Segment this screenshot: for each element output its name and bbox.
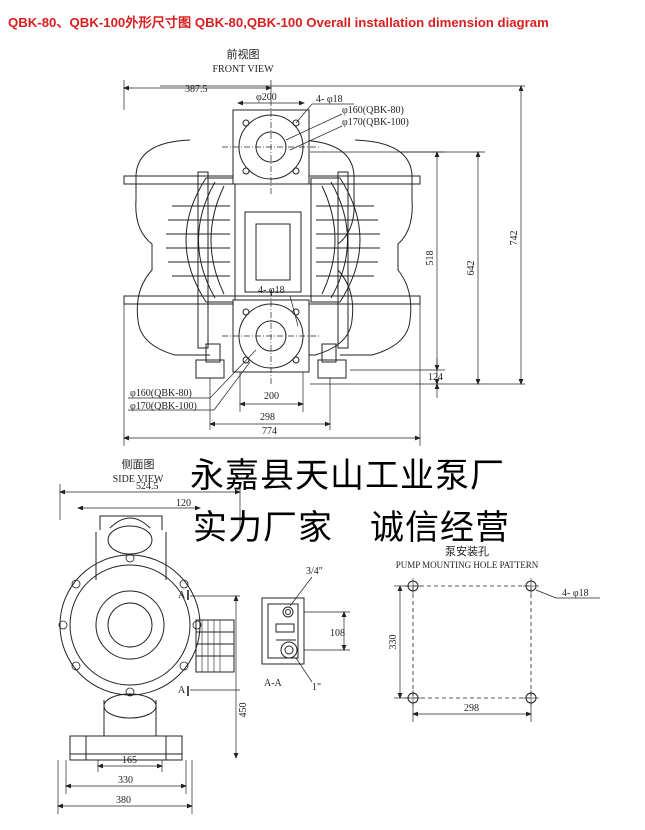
- mount-bolts: 4- φ18: [562, 588, 589, 599]
- dim-1-inch: 1": [312, 682, 321, 693]
- dim-330-side: 330: [118, 775, 133, 786]
- mount-holes: [405, 578, 539, 706]
- dim-phi170-top: φ170(QBK-100): [342, 117, 409, 128]
- dim-642: 642: [466, 261, 477, 276]
- dim-phi200-top: φ200: [256, 92, 277, 103]
- dim-bolts-top: 4- φ18: [316, 94, 343, 105]
- dim-108: 108: [330, 628, 345, 639]
- dim-518: 518: [425, 251, 436, 266]
- section-a-a: 3/4" 108 A-A 1": [261, 566, 350, 693]
- dim-120: 120: [176, 498, 191, 509]
- dim-298-mount: 298: [464, 703, 479, 714]
- slogan-line-2a: 实力厂家: [193, 508, 333, 548]
- top-flange: [222, 100, 320, 195]
- side-view-label-en: SIDE VIEW: [113, 474, 164, 485]
- dim-165: 165: [122, 755, 137, 766]
- dim-bolts-bottom: 4- φ18: [258, 285, 285, 296]
- dim-3-4-inch: 3/4": [306, 566, 323, 577]
- dim-200: 200: [264, 391, 279, 402]
- dim-774: 774: [262, 426, 277, 437]
- front-view-label-en: FRONT VIEW: [212, 64, 274, 75]
- left-diaphragm: [166, 177, 236, 303]
- section-marker-a-top: A: [178, 590, 186, 601]
- dim-124: 124: [428, 372, 443, 383]
- mount-label-cn: 泵安装孔: [445, 544, 489, 558]
- side-view-label-cn: 侧面图: [122, 458, 155, 471]
- right-diaphragm: [310, 177, 380, 303]
- mounting-pattern: 泵安装孔 PUMP MOUNTING HOLE PATTERN 4- φ18 3…: [388, 544, 600, 722]
- dim-298-front: 298: [260, 412, 275, 423]
- dim-330-mount: 330: [388, 635, 399, 650]
- front-view: 前视图 FRONT VIEW: [123, 47, 525, 446]
- dim-phi160-bottom: φ160(QBK-80): [130, 388, 192, 399]
- side-view: 侧面图 SIDE VIEW 524.5 120: [57, 458, 249, 814]
- slogan-line-1: 永嘉县天山工业泵厂: [190, 456, 505, 496]
- slogan-line-2b: 诚信经营: [370, 508, 510, 548]
- dim-380: 380: [116, 795, 131, 806]
- diagram-title: QBK-80、QBK-100外形尺寸图 QBK-80,QBK-100 Overa…: [8, 15, 549, 30]
- mount-label-en: PUMP MOUNTING HOLE PATTERN: [396, 560, 539, 570]
- front-view-label-cn: 前视图: [227, 47, 260, 61]
- section-marker-a-bottom: A: [178, 685, 186, 696]
- dim-450: 450: [238, 703, 249, 718]
- bottom-flange: [222, 290, 320, 385]
- dim-phi170-bottom: φ170(QBK-100): [130, 401, 197, 412]
- dim-phi160-top: φ160(QBK-80): [342, 105, 404, 116]
- dim-387-5: 387.5: [185, 84, 208, 95]
- dim-524-5: 524.5: [136, 481, 159, 492]
- dim-742: 742: [509, 231, 520, 246]
- section-label-a-a: A-A: [264, 678, 283, 689]
